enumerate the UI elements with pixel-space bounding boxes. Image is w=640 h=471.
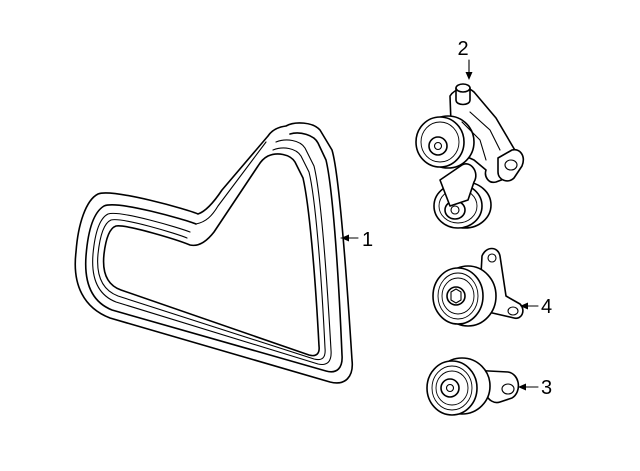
callout-2: 2 bbox=[457, 38, 473, 80]
idler-pulley-upper bbox=[432, 247, 524, 327]
callout-1: 1 bbox=[340, 229, 373, 251]
callout-label-2: 2 bbox=[457, 38, 468, 60]
callout-label-1: 1 bbox=[362, 229, 373, 251]
callout-3: 3 bbox=[518, 377, 552, 399]
callout-label-3: 3 bbox=[541, 377, 552, 399]
callout-4: 4 bbox=[520, 296, 552, 318]
idler-pulley-lower bbox=[426, 357, 520, 416]
callout-label-4: 4 bbox=[541, 296, 552, 318]
serpentine-belt bbox=[74, 122, 354, 384]
belt-tensioner bbox=[415, 83, 525, 229]
